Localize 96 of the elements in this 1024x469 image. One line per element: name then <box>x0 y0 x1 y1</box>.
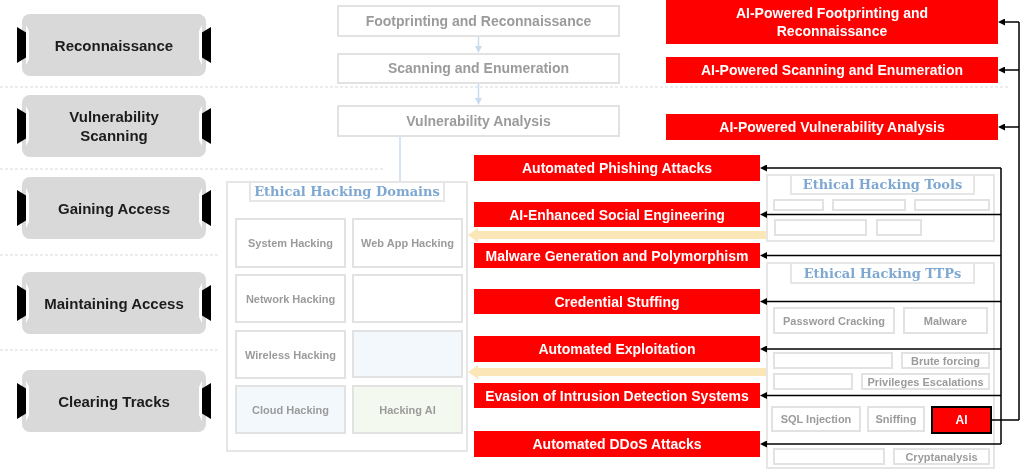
technique-box <box>474 336 760 362</box>
category-box <box>893 448 990 465</box>
panel-title: Ethical Hacking Domains <box>249 181 445 202</box>
category-label: Hacking AI <box>379 403 436 416</box>
category-box <box>235 330 346 379</box>
empty-box <box>773 352 893 369</box>
category-label: Password Cracking <box>782 314 886 327</box>
category-box <box>235 385 346 434</box>
technique-box <box>474 243 760 268</box>
category-label: Brute forcing <box>910 354 981 367</box>
category-label: Malware <box>923 314 968 327</box>
technique-label: AI-Powered Vulnerability Analysis <box>719 118 945 136</box>
stage-ticket <box>17 370 211 432</box>
category-box <box>867 406 925 432</box>
technique-box <box>474 383 760 408</box>
category-box <box>773 307 895 334</box>
technique-box <box>666 0 998 44</box>
technique-label: Automated DDoS Attacks <box>532 435 702 453</box>
category-label: Cloud Hacking <box>252 403 329 416</box>
ai-label: AI <box>955 413 968 427</box>
empty-box <box>914 199 990 211</box>
category-box <box>903 307 988 334</box>
category-label: System Hacking <box>248 237 333 249</box>
arrow <box>998 123 1020 131</box>
category-label: Privileges Escalations <box>867 375 984 388</box>
category-box <box>235 274 346 323</box>
stage-label: Vulnerability Scanning <box>68 107 160 145</box>
arrow <box>998 66 1020 74</box>
stage-ticket <box>17 14 211 76</box>
stage-label: Gaining Access <box>58 198 170 218</box>
process-label: Vulnerability Analysis <box>406 112 551 130</box>
stage-ticket <box>17 177 211 239</box>
category-box <box>352 385 463 434</box>
category-box <box>861 373 990 390</box>
technique-label: Malware Generation and Polymorphism <box>485 246 749 265</box>
empty-box <box>774 219 867 236</box>
arrow <box>760 298 1002 305</box>
process-box <box>337 53 620 84</box>
arrow <box>760 392 1002 399</box>
category-label: Web App Hacking <box>361 237 454 249</box>
technique-box <box>474 289 760 314</box>
arrow <box>760 211 1002 218</box>
ai-box <box>931 406 992 434</box>
process-box <box>337 105 620 137</box>
arrow <box>760 164 1002 172</box>
technique-label: Credential Stuffing <box>554 292 680 311</box>
category-box <box>235 218 346 268</box>
technique-box <box>474 155 760 181</box>
panel-frame <box>766 262 995 469</box>
stage-label: Clearing Tracks <box>58 391 170 411</box>
technique-label: Evasion of Intrusion Detection Systems <box>485 386 749 405</box>
arrow <box>760 440 1002 448</box>
technique-label: Automated Exploitation <box>538 340 696 358</box>
technique-box <box>666 114 998 140</box>
category-label: Cryptanalysis <box>905 450 978 463</box>
stage-label: Maintaining Access <box>44 293 184 313</box>
arrow <box>475 36 482 53</box>
panel-title: Ethical Hacking TTPs <box>790 262 975 284</box>
empty-box <box>876 219 922 236</box>
category-label: Network Hacking <box>245 292 336 305</box>
panel-frame <box>766 174 995 242</box>
category-box <box>901 352 990 369</box>
arrow <box>998 18 1020 26</box>
empty-box <box>773 373 853 390</box>
stage-label: Reconnaissance <box>54 35 174 55</box>
technique-label: Automated Phishing Attacks <box>521 159 713 177</box>
category-label: Wireless Hacking <box>245 348 336 361</box>
connector-line <box>399 136 401 182</box>
process-label: Footprinting and Reconnaissance <box>365 12 592 30</box>
category-label: Sniffing <box>875 413 917 425</box>
process-box <box>337 5 620 37</box>
technique-label: AI-Powered Scanning and Enumeration <box>700 61 964 79</box>
technique-label: AI-Powered Footprinting and Reconnaissance <box>734 4 930 40</box>
block-arrow <box>468 365 766 379</box>
stage-ticket <box>17 272 211 334</box>
empty-box <box>773 199 824 211</box>
empty-box <box>832 199 906 211</box>
technique-box <box>474 431 760 457</box>
stage-ticket <box>17 95 211 157</box>
category-box <box>352 218 463 268</box>
connector-line <box>991 21 1020 445</box>
arrow <box>475 83 482 105</box>
arrow <box>760 252 1002 259</box>
empty-box <box>352 330 463 378</box>
arrow <box>760 345 1002 353</box>
category-label: SQL Injection <box>780 413 852 425</box>
block-arrow <box>468 228 766 242</box>
technique-label: AI-Enhanced Social Engineering <box>509 205 725 224</box>
technique-box <box>666 57 998 83</box>
panel-title: Ethical Hacking Tools <box>790 174 975 195</box>
process-label: Scanning and Enumeration <box>387 60 570 77</box>
panel-frame <box>226 181 468 452</box>
empty-box <box>352 274 463 323</box>
technique-box <box>474 202 760 227</box>
category-box <box>771 406 861 432</box>
empty-box <box>773 448 885 465</box>
